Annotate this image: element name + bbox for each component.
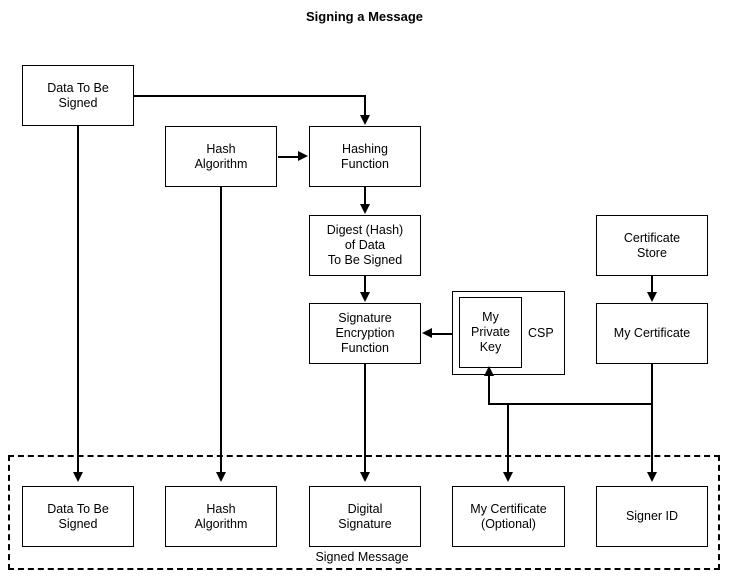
arrowhead-into-my-certificate	[647, 292, 657, 302]
node-data-to-be-signed[interactable]: Data To Be Signed	[22, 65, 134, 126]
node-certificate-store[interactable]: Certificate Store	[596, 215, 708, 276]
connector-digest-to-signature-encryption	[364, 276, 366, 293]
arrowhead-into-signature-encryption-right	[422, 328, 432, 338]
arrowhead-into-output-digital-signature	[360, 472, 370, 482]
arrowhead-into-hashing-function-left	[298, 151, 308, 161]
node-output-signer-id[interactable]: Signer ID	[596, 486, 708, 547]
arrowhead-into-digest	[360, 204, 370, 214]
connector-my-certificate-left	[488, 403, 653, 405]
node-my-certificate[interactable]: My Certificate	[596, 303, 708, 364]
node-signature-encryption-function[interactable]: Signature Encryption Function	[309, 303, 421, 364]
node-hash-algorithm[interactable]: Hash Algorithm	[165, 126, 277, 187]
connector-hash-algorithm-to-output	[220, 186, 222, 474]
node-hashing-function[interactable]: Hashing Function	[309, 126, 421, 187]
node-my-private-key[interactable]: My Private Key	[459, 297, 522, 368]
node-digest-of-data[interactable]: Digest (Hash) of Data To Be Signed	[309, 215, 421, 276]
arrowhead-into-output-hash-algorithm	[216, 472, 226, 482]
node-output-hash-algorithm[interactable]: Hash Algorithm	[165, 486, 277, 547]
arrowhead-into-my-private-key	[484, 366, 494, 376]
connector-up-into-private-key	[488, 375, 490, 405]
connector-private-key-to-signature-encryption	[432, 333, 459, 335]
connector-my-certificate-to-signer-id	[651, 403, 653, 474]
arrowhead-into-output-my-certificate-optional	[503, 472, 513, 482]
connector-certificate-store-to-my-certificate	[651, 276, 653, 293]
arrowhead-into-signature-encryption	[360, 292, 370, 302]
signed-message-label: Signed Message	[315, 550, 409, 564]
connector-my-certificate-down	[651, 364, 653, 405]
arrowhead-into-hashing-function	[360, 115, 370, 125]
node-output-data-to-be-signed[interactable]: Data To Be Signed	[22, 486, 134, 547]
connector-data-to-hashing-vertical	[364, 95, 366, 117]
node-output-my-certificate-optional[interactable]: My Certificate (Optional)	[452, 486, 565, 547]
connector-data-to-hashing-horizontal	[133, 95, 365, 97]
connector-hashing-function-to-digest	[364, 186, 366, 205]
page-title: Signing a Message	[305, 9, 424, 24]
connector-signature-encryption-to-output	[364, 364, 366, 474]
arrowhead-into-output-data-to-be-signed	[73, 472, 83, 482]
connector-hash-algorithm-to-hashing-function	[278, 156, 300, 158]
arrowhead-into-output-signer-id	[647, 472, 657, 482]
connector-branch-to-output-my-certificate-optional	[507, 403, 509, 474]
connector-data-to-output-data	[77, 126, 79, 474]
node-csp-label: CSP	[528, 326, 554, 340]
node-output-digital-signature[interactable]: Digital Signature	[309, 486, 421, 547]
